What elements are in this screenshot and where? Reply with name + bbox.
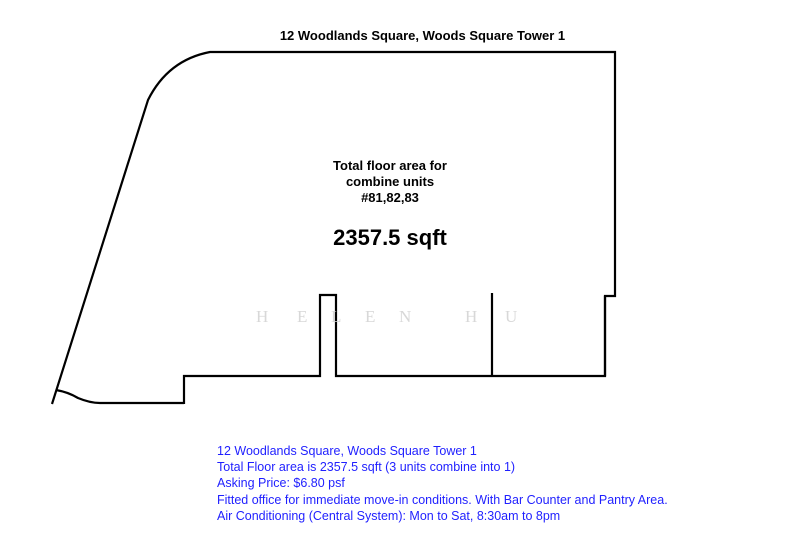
area-label-line-2: combine units: [345, 174, 435, 189]
watermark-letter: H: [465, 307, 478, 326]
listing-info: 12 Woodlands Square, Woods Square Tower …: [217, 443, 668, 524]
watermark-letter: U: [505, 307, 518, 326]
watermark-letter: L: [331, 307, 342, 326]
area-value: 2357.5 sqft: [333, 225, 447, 250]
plan-boundary: [50, 50, 617, 405]
watermark-letter: E: [297, 307, 308, 326]
area-label-line-1: Total floor area for: [333, 158, 447, 173]
watermark-letter: E: [365, 307, 376, 326]
info-line-aircon: Air Conditioning (Central System): Mon t…: [217, 508, 561, 523]
area-label: Total floor area for combine units #81,8…: [290, 158, 490, 206]
watermark-letter: N: [399, 307, 412, 326]
info-line-price: Asking Price: $6.80 psf: [217, 476, 345, 491]
watermark-letter: H: [256, 307, 269, 326]
plan-lower-wall: [55, 388, 184, 405]
info-line-address: 12 Woodlands Square, Woods Square Tower …: [217, 444, 477, 458]
info-line-fitout: Fitted office for immediate move-in cond…: [217, 492, 668, 507]
area-label-line-3: #81,82,83: [361, 190, 419, 205]
plan-title: 12 Woodlands Square, Woods Square Tower …: [279, 28, 566, 43]
info-line-area: Total Floor area is 2357.5 sqft (3 units…: [217, 460, 516, 475]
